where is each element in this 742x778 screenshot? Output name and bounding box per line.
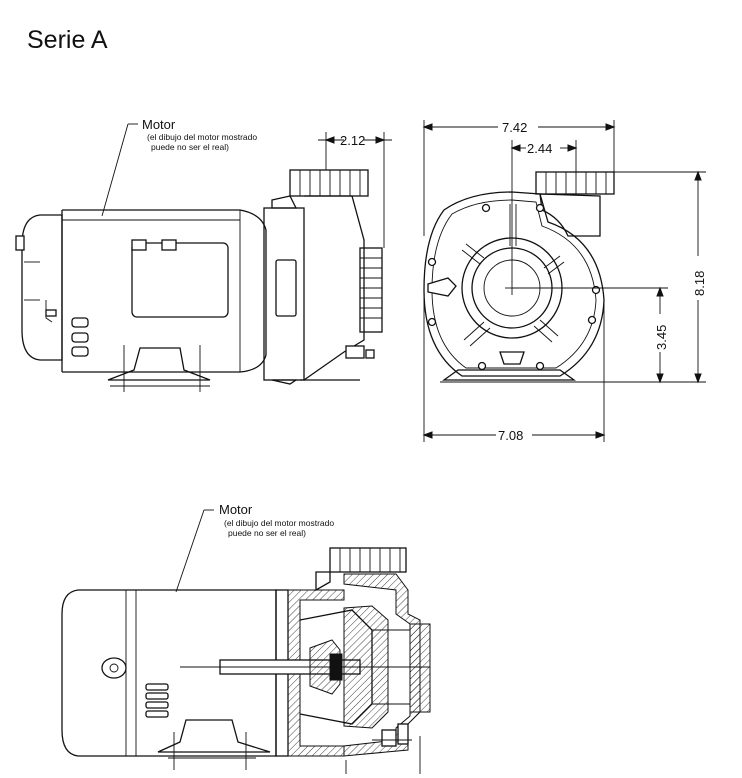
dim-overall-width: 7.42 — [422, 120, 616, 236]
front-view: 7.42 2.44 8.18 3.4 — [422, 120, 707, 443]
motor-callout-top: Motor (el dibujo del motor mostrado pued… — [101, 117, 257, 217]
housing-bolts — [427, 203, 601, 371]
motor-note-top-1: (el dibujo del motor mostrado — [147, 132, 257, 142]
dim-discharge-offset: 2.12 — [318, 132, 392, 248]
dim-shaft-height: 3.45 — [512, 286, 669, 384]
front-base — [441, 369, 577, 381]
motor-foot — [107, 347, 211, 381]
side-view: 2.12 Motor (el dibujo del motor mostrado… — [15, 117, 392, 392]
dim-label-3-45: 3.45 — [654, 325, 669, 350]
dim-label-7-42: 7.42 — [502, 120, 527, 135]
motor-body — [61, 209, 267, 392]
dim-discharge-center: 2.44 — [510, 140, 578, 282]
motor-note-bottom-1: (el dibujo del motor mostrado — [224, 518, 334, 528]
motor-callout-bottom: Motor (el dibujo del motor mostrado pued… — [175, 502, 334, 593]
motor-note-top-2: puede no ser el real) — [151, 142, 229, 152]
section-view: Motor (el dibujo del motor mostrado pued… — [61, 502, 431, 774]
motor-end-cap — [15, 214, 89, 361]
section-pump — [180, 547, 431, 774]
motor-note-bottom-2: puede no ser el real) — [228, 528, 306, 538]
dim-base-width: 7.08 — [422, 290, 606, 443]
pump-housing-side — [263, 169, 383, 385]
motor-label-bottom: Motor — [219, 502, 253, 517]
dim-label-2-12: 2.12 — [340, 133, 365, 148]
dim-label-8-18: 8.18 — [692, 271, 707, 296]
dim-label-7-08: 7.08 — [498, 428, 523, 443]
dim-overall-height: 8.18 — [578, 170, 707, 384]
dim-label-2-44: 2.44 — [527, 141, 552, 156]
motor-label-top: Motor — [142, 117, 176, 132]
page-title: Serie A — [27, 26, 108, 54]
section-motor-body — [61, 589, 277, 770]
discharge-outlet — [535, 171, 615, 195]
nameplate — [131, 242, 229, 318]
